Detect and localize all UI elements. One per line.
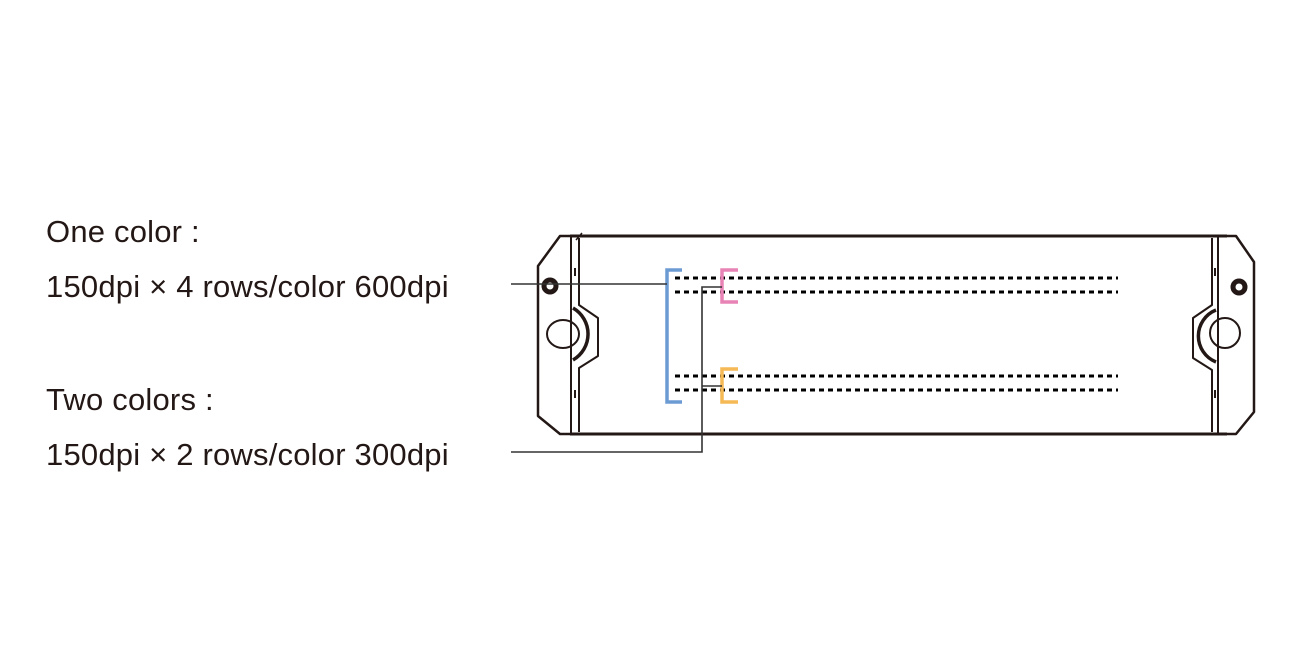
one-color-heading: One color : (46, 214, 200, 249)
mounting-hole-icon (541, 277, 1248, 349)
two-color-bracket-top (720, 268, 738, 304)
two-color-bracket-bottom (720, 367, 738, 404)
leader-lines (511, 283, 722, 453)
one-color-bracket (665, 268, 682, 404)
two-colors-heading: Two colors : (46, 382, 214, 417)
nozzle-rows (675, 276, 1118, 392)
print-head-body (536, 232, 1256, 436)
two-colors-spec: 150dpi × 2 rows/color 300dpi (46, 437, 449, 472)
one-color-spec: 150dpi × 4 rows/color 600dpi (46, 269, 449, 304)
